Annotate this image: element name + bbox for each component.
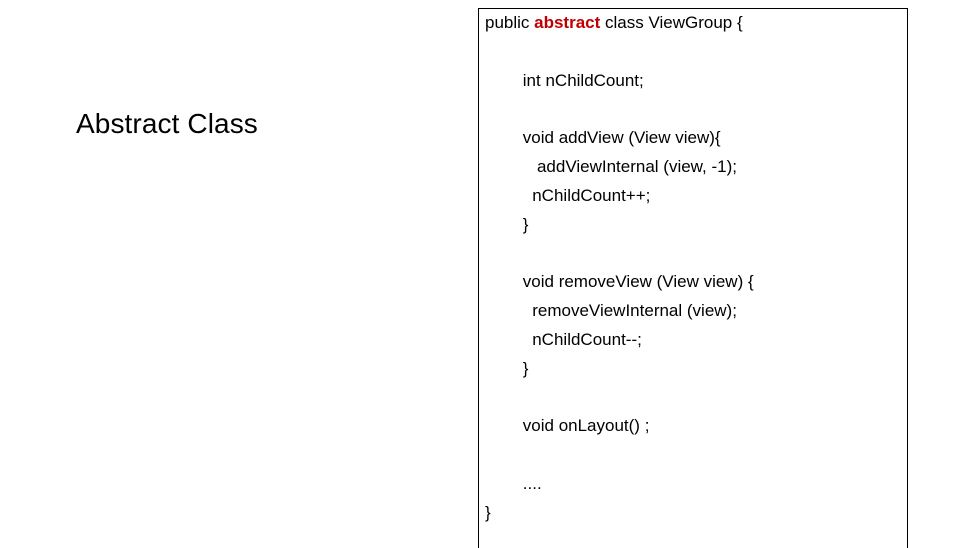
line-onlayout: void onLayout() ; (485, 416, 650, 436)
code-block-panel: public abstract class ViewGroup { int nC… (478, 8, 908, 548)
line-field-count: int nChildCount; (485, 70, 644, 90)
line-blank-4 (479, 383, 907, 412)
line-blank-5 (479, 441, 907, 470)
line-removeview-sig: void removeView (View view) { (485, 272, 754, 292)
line-removeview-internal: removeViewInternal (view); (485, 300, 737, 320)
keyword-abstract: abstract (534, 13, 601, 32)
page-title: Abstract Class (76, 108, 258, 139)
line-class-decl: public abstract class ViewGroup { (485, 13, 743, 32)
code-listing: public abstract class ViewGroup { int nC… (479, 9, 907, 527)
line-blank-3 (479, 239, 907, 268)
line-addview-internal: addViewInternal (view, -1); (485, 156, 737, 176)
line-addview-sig: void addView (View view){ (485, 128, 721, 148)
line-ellipsis: .... (485, 473, 542, 493)
line-addview-incr: nChildCount++; (485, 185, 651, 205)
line-blank-2 (479, 95, 907, 124)
line-addview-close: } (485, 214, 529, 234)
line-removeview-close: } (485, 358, 529, 378)
line-blank-1 (479, 38, 907, 67)
line-class-close: } (485, 502, 491, 522)
line-removeview-decr: nChildCount--; (485, 329, 642, 349)
